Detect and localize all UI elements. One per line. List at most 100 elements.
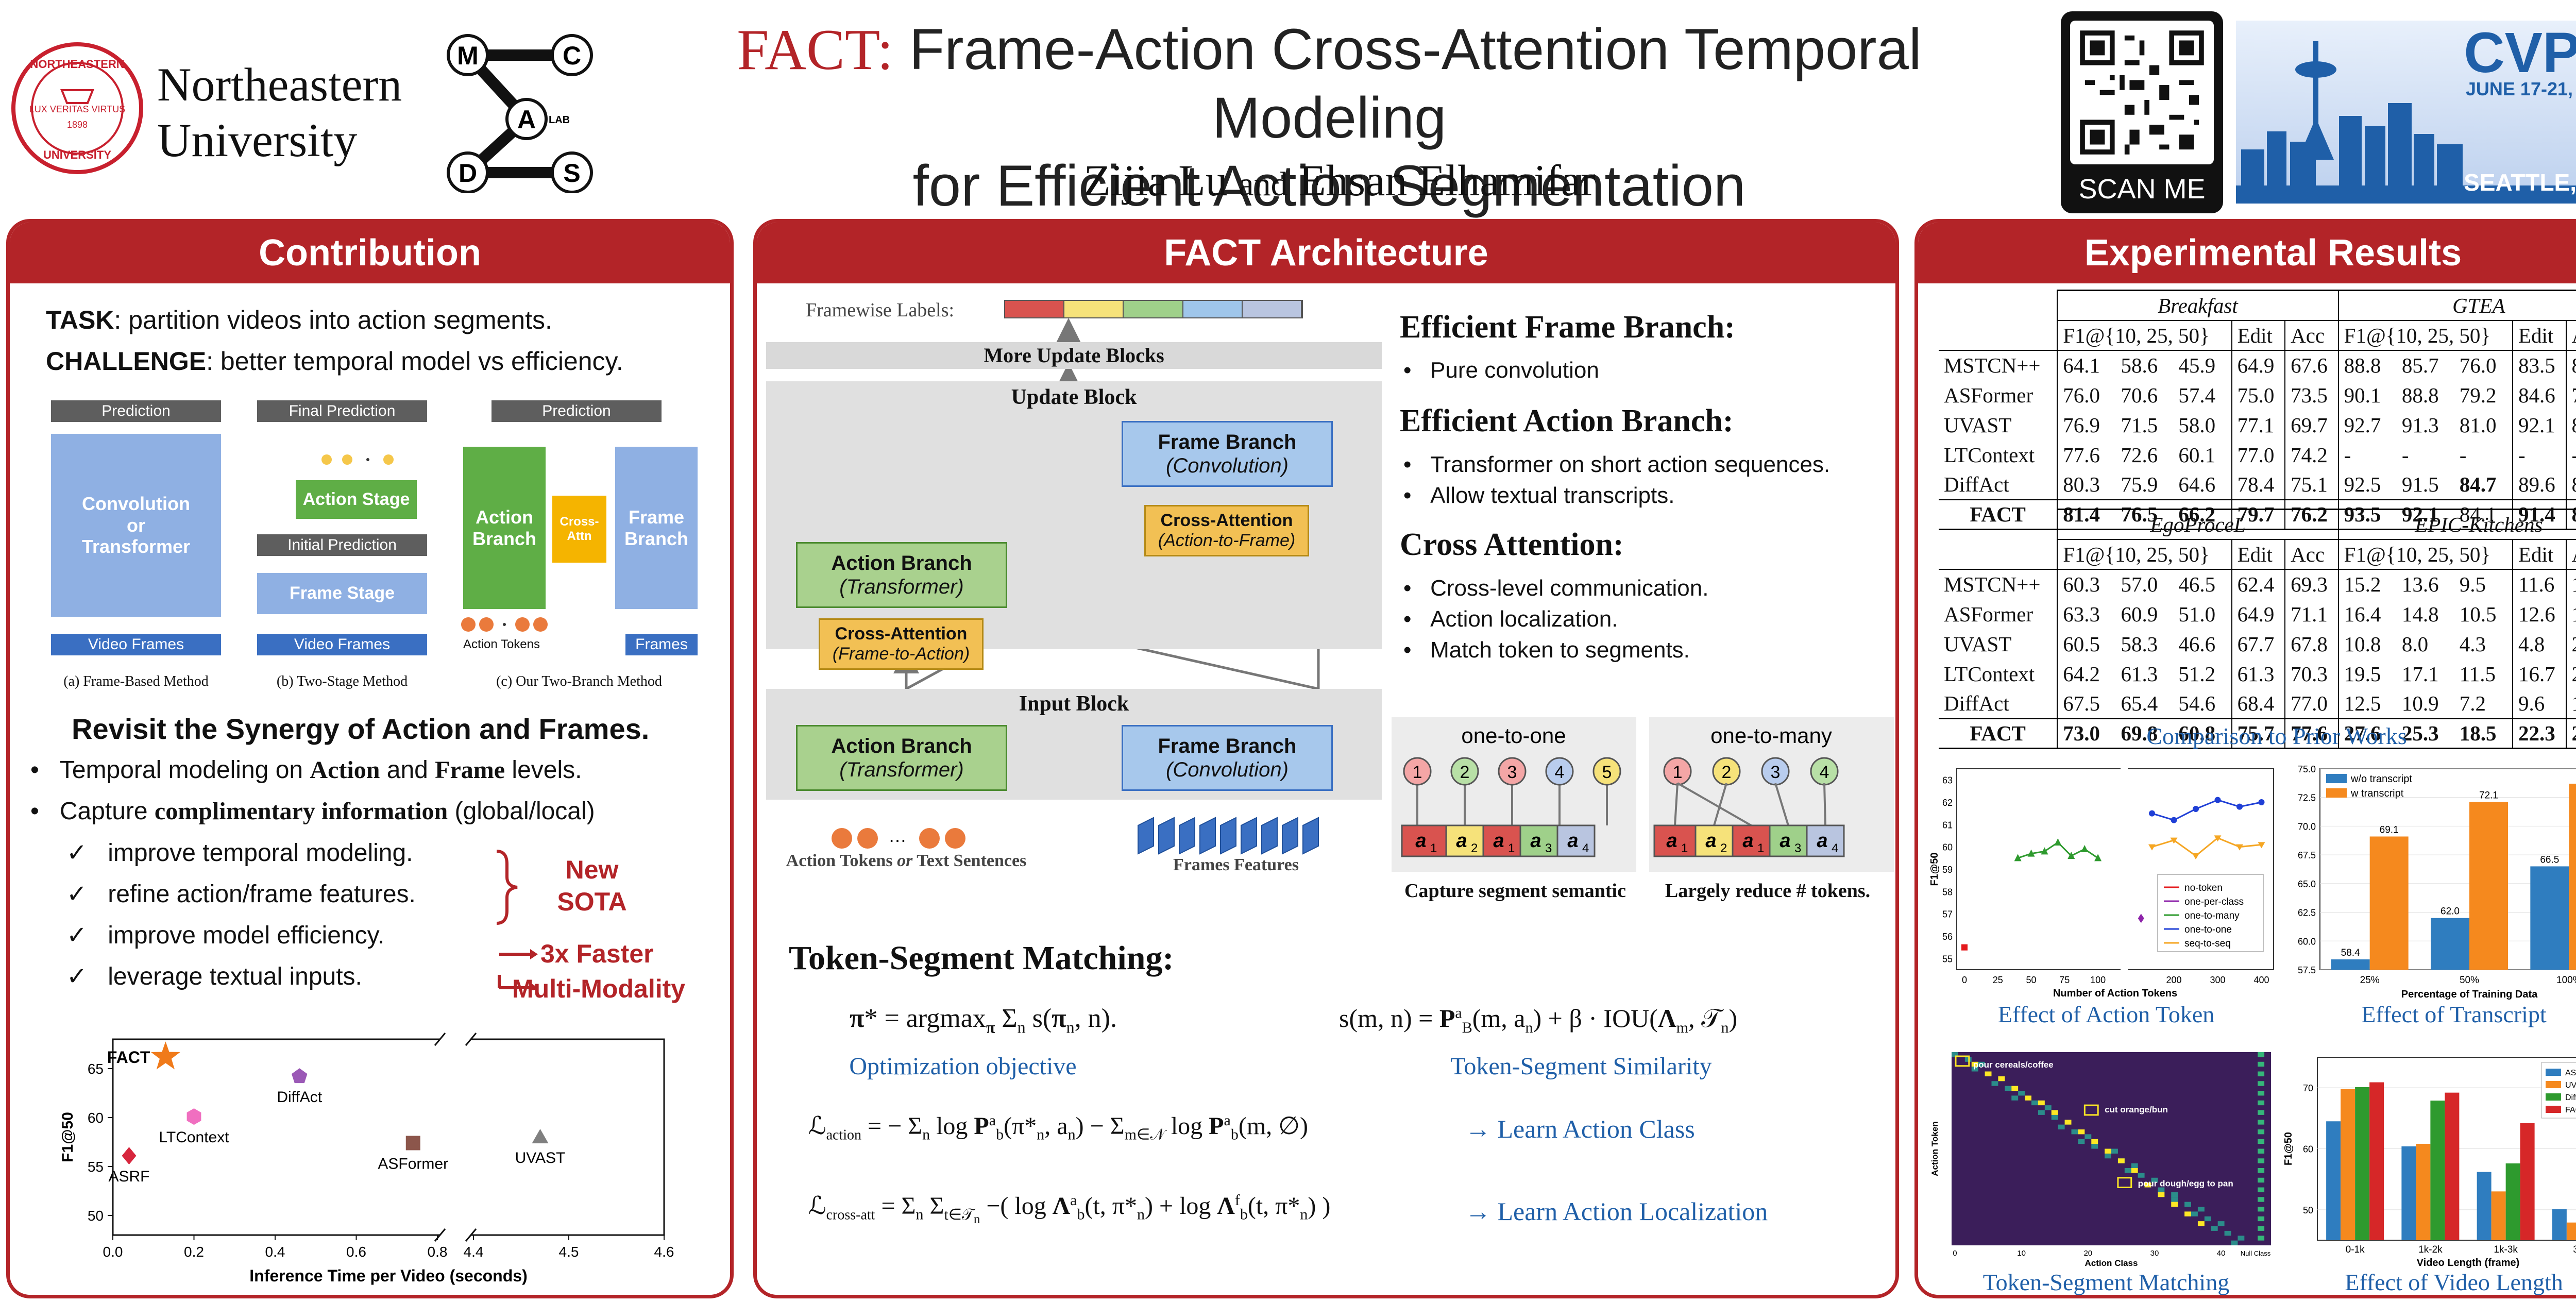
- bar: [2477, 1172, 2492, 1240]
- loss-cross-formula: ℒcross-att = Σn Σt∈𝒯n −( log Λab(t, π*n)…: [808, 1192, 1331, 1226]
- scatter-label: ASRF: [108, 1168, 149, 1185]
- bar-value-label: 72.1: [2479, 790, 2498, 801]
- heatmap-annotation: cut orange/bun: [2105, 1105, 2168, 1114]
- heatmap-cell: [2184, 1211, 2191, 1216]
- table-cell: 62.4: [2231, 569, 2285, 599]
- tokens-caption-or: or: [897, 851, 913, 870]
- table-cell: DiffAct: [1944, 691, 2009, 715]
- seal-text-bottom: UNIVERSITY: [43, 148, 111, 161]
- token-node-label: 1: [1413, 763, 1422, 782]
- y-tick-label: 75.0: [2298, 764, 2316, 774]
- heatmap-cell: [2171, 1197, 2178, 1202]
- eff-frame-bullet-1: • Pure convolution: [1403, 358, 1599, 383]
- legend-label: one-per-class: [2184, 897, 2244, 907]
- token-node-label: 4: [1555, 763, 1565, 782]
- x-tick-label: 30: [2150, 1249, 2159, 1258]
- heatmap-cell: [2224, 1230, 2231, 1236]
- table-cell: 64.6: [2178, 472, 2216, 496]
- tokens-caption-b: Text Sentences: [912, 851, 1027, 870]
- fig-b-frames: Video Frames: [257, 634, 427, 655]
- input-action-branch-label: Action Branch: [831, 735, 972, 757]
- caption-length: Effect of Video Length: [2345, 1269, 2563, 1295]
- data-point: [2081, 845, 2089, 852]
- qr-code[interactable]: SCAN ME: [2061, 11, 2223, 213]
- bullet2-b: complimentary information: [154, 798, 448, 825]
- table-cell: 67.6: [2284, 350, 2338, 380]
- match-arrow: [1713, 783, 1727, 826]
- x-tick-label: Null Class: [2241, 1249, 2271, 1257]
- cross-attn-action-to-frame: Cross-Attention(Action-to-Frame): [1144, 505, 1309, 556]
- y-tick-label: 60: [88, 1110, 104, 1126]
- table-cell: 77.0: [2231, 440, 2285, 470]
- bar: [2520, 1123, 2535, 1240]
- table-cell: 61.3: [2231, 658, 2285, 689]
- heatmap-cell: [2258, 1110, 2265, 1115]
- input-action-branch: Action Branch(Transformer): [796, 725, 1007, 791]
- y-tick-label: 65.0: [2298, 879, 2316, 889]
- table-cell: F1@{10, 25, 50}: [2337, 319, 2513, 351]
- segment-sub: 4: [1832, 841, 1838, 855]
- table-cell: -: [2401, 443, 2409, 467]
- bar: [2355, 1087, 2370, 1240]
- challenge-label: CHALLENGE: [46, 347, 207, 376]
- heatmap-cell: [2038, 1110, 2045, 1115]
- table-cell: 67.5: [2057, 688, 2116, 719]
- data-point: [2138, 914, 2144, 923]
- x-tick-label: 50%: [2460, 975, 2479, 986]
- y-tick-label: 62: [1942, 798, 1953, 808]
- legend-swatch: [2546, 1069, 2561, 1076]
- x-axis-label: Percentage of Training Data: [2401, 989, 2538, 1000]
- table-cell: [1939, 320, 2058, 351]
- scatter-point: [122, 1147, 137, 1165]
- table-cell: 67.8: [2284, 629, 2338, 659]
- architecture-title: FACT Architecture: [757, 223, 1895, 283]
- update-block-label: Update Block: [1011, 385, 1137, 409]
- y-tick-label: 58: [1942, 887, 1953, 897]
- segment-sub: 1: [1430, 841, 1437, 855]
- bar: [2445, 1092, 2460, 1240]
- table-cell: 71.5: [2121, 413, 2158, 437]
- bullet1-e: levels.: [505, 756, 582, 784]
- cross-a2f-sub: (Action-to-Frame): [1158, 531, 1296, 550]
- table-cell: Edit: [2512, 319, 2566, 351]
- label-segment: [1005, 301, 1065, 317]
- table-cell: LTContext: [1944, 443, 2035, 467]
- table-cell: 75.7: [2231, 718, 2285, 749]
- legend-swatch: [2326, 774, 2347, 783]
- table-cell: 14.8: [2401, 602, 2439, 626]
- heatmap-cell: [1964, 1057, 1972, 1062]
- token-node-label: 3: [1771, 763, 1781, 782]
- fig-b-frame-stage: Frame Stage: [257, 573, 427, 614]
- fig-a-model: Convolution or Transformer: [51, 434, 221, 617]
- segment-sub: 1: [1681, 841, 1688, 855]
- segment-box: [1556, 824, 1596, 857]
- heatmap-cell: [2138, 1173, 2145, 1178]
- eff-action-heading: Efficient Action Branch:: [1400, 403, 1734, 438]
- bullet2-a: Capture: [59, 798, 155, 825]
- cross-bullet-1: • Cross-level communication.: [1403, 576, 1709, 601]
- loss-action-formula: ℒaction = − Σn log Pab(π*n, an) − Σm∈𝒩 l…: [808, 1112, 1308, 1143]
- eff-action-bullet-2-text: Allow textual transcripts.: [1430, 483, 1675, 508]
- x-tick-label: 400: [2253, 975, 2269, 985]
- claim-sota: New SOTA: [557, 855, 627, 916]
- table-cell: 82.2: [2565, 469, 2576, 500]
- heatmap-cell: [2258, 1236, 2265, 1241]
- token-node: [1403, 757, 1432, 786]
- table-cell: 16.7: [2512, 658, 2566, 689]
- bar: [2469, 802, 2508, 970]
- heatmap-cell: [2171, 1202, 2178, 1207]
- learn-class: → Learn Action Class: [1465, 1114, 1695, 1143]
- input-block-label: Input Block: [1019, 692, 1129, 716]
- opt-formula: π* = argmaxπ Σn s(πn, n).: [850, 1004, 1117, 1037]
- x-tick-label: 25%: [2360, 975, 2380, 986]
- table-cell: 75.0: [2231, 380, 2285, 410]
- author-and: and: [1239, 165, 1288, 203]
- lab-letter-c: C: [563, 41, 581, 70]
